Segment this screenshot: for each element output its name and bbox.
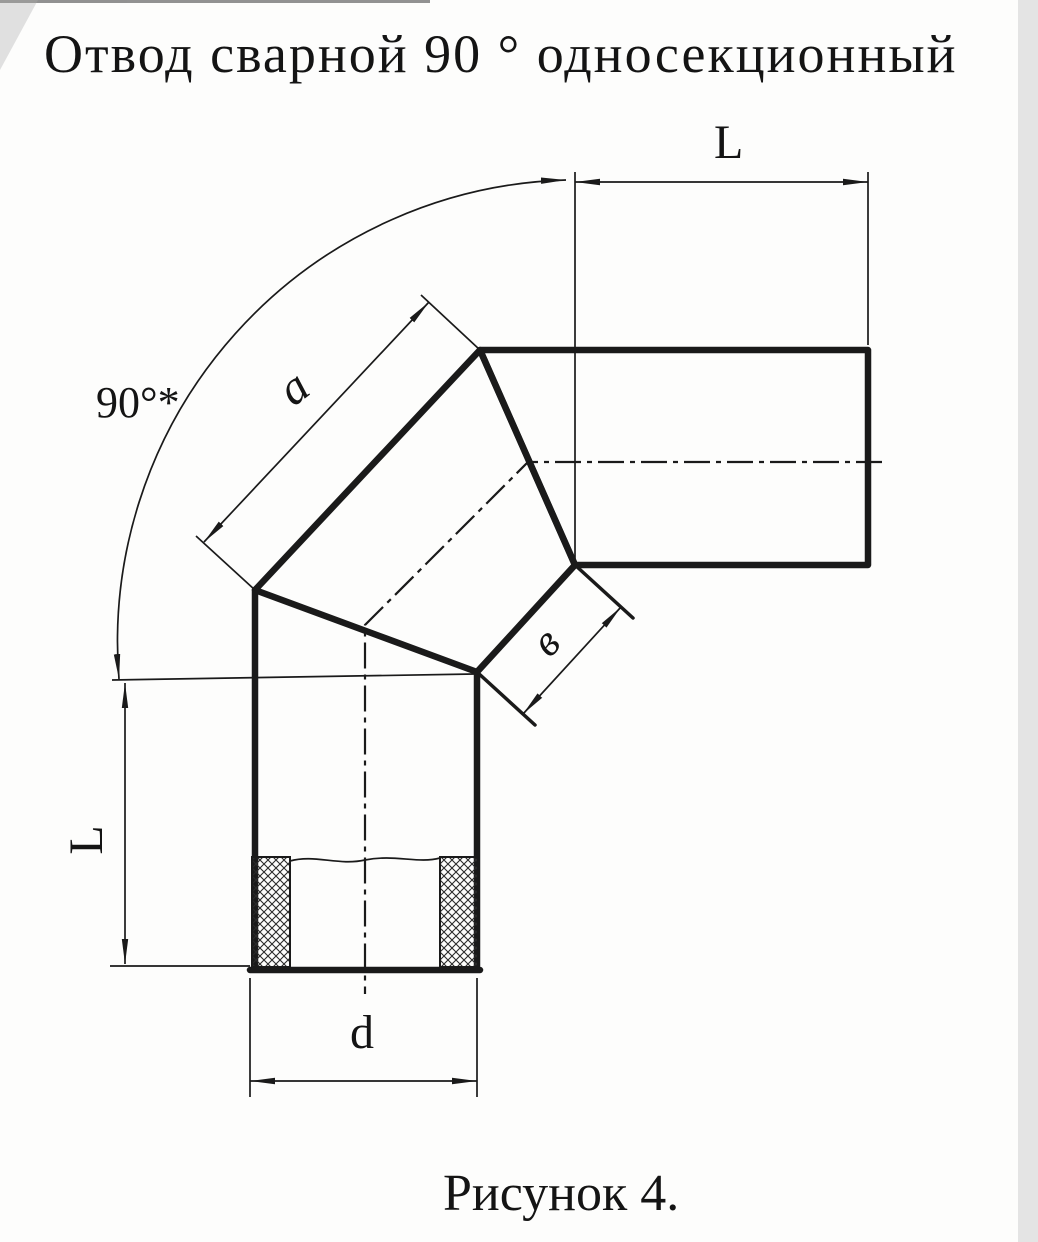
horizontal-pipe-outline [476, 346, 872, 569]
extension-line-a-bottom [195, 535, 256, 591]
label-b: в [522, 618, 570, 666]
scan-edge-top [0, 0, 430, 3]
scan-corner-smudge [0, 0, 38, 70]
label-d: d [350, 1006, 374, 1059]
pipe-axis-centerline [363, 460, 882, 994]
angle-label: 90°* [96, 378, 180, 427]
break-line [289, 857, 441, 863]
extension-line-horizontal [111, 673, 475, 681]
angle-dimension: 90°* [96, 172, 576, 681]
drawing-title: Отвод сварной 90 ° односекционный [44, 24, 958, 84]
extension-line-a-top [420, 294, 481, 351]
dimension-a: a [195, 294, 481, 591]
scan-edge-right [1018, 0, 1038, 1242]
angle-arc [113, 177, 567, 680]
wall-hatch-right [439, 856, 479, 968]
label-a: a [268, 360, 320, 417]
figure-caption: Рисунок 4. [443, 1165, 679, 1222]
dimension-d: d [249, 978, 478, 1097]
label-L-top: L [714, 116, 743, 169]
extension-line-b-top [573, 563, 635, 620]
label-L-left: L [60, 825, 113, 854]
dimension-line-a [203, 301, 430, 543]
dimension-L-left: L [60, 683, 250, 967]
extension-line-b-bottom [475, 670, 537, 727]
wall-hatch-left [251, 856, 291, 968]
pipe-wall-section [251, 856, 479, 968]
dimension-line-b [522, 606, 622, 715]
dimension-L-top: L [575, 116, 869, 345]
